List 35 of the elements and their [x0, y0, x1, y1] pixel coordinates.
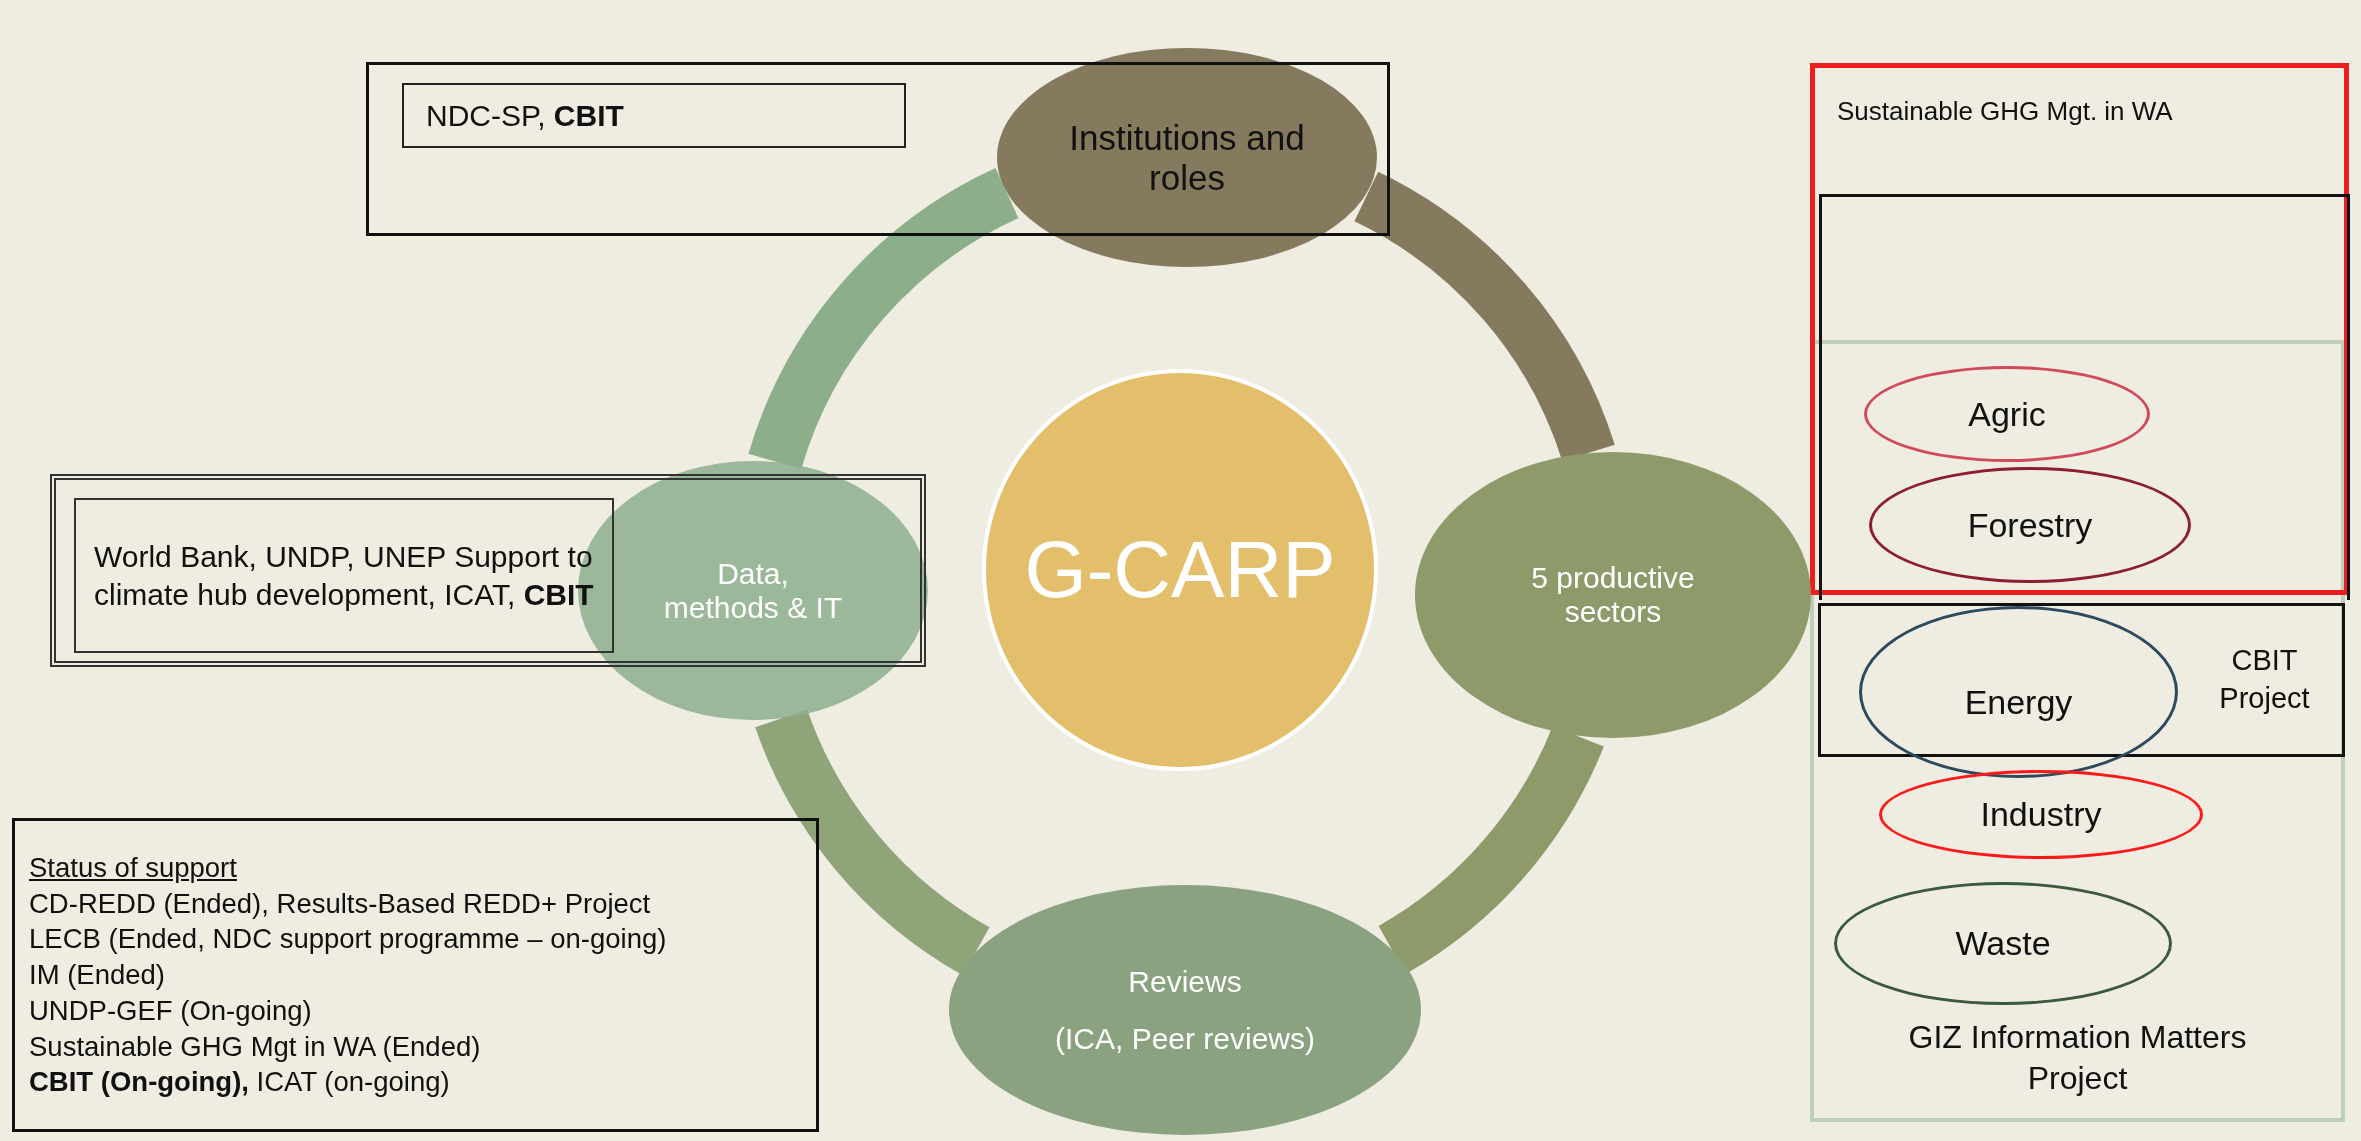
frame [1818, 603, 2345, 757]
node-label: G-CARP [1024, 524, 1336, 616]
node-subtitle: (ICA, Peer reviews) [1054, 1021, 1316, 1057]
frame [1819, 194, 2350, 600]
status-line: Sustainable GHG Mgt in WA (Ended) [29, 1029, 481, 1064]
heading: Status of support [29, 850, 237, 885]
node-label: Agric [1968, 394, 2046, 434]
node-label: Institutions and roles [1068, 117, 1306, 198]
status-line: CBIT (On-going), ICAT (on-going) [29, 1065, 450, 1100]
text-box [402, 83, 906, 148]
node-label: NDC-SP, CBIT [426, 98, 624, 133]
text-box [74, 498, 614, 653]
ellipse [1869, 467, 2191, 583]
ellipse [1879, 770, 2203, 859]
ellipse [1864, 366, 2150, 462]
text-box [12, 818, 819, 1132]
node-label: Forestry [1967, 505, 2093, 545]
node-title: Reviews [1128, 964, 1242, 1000]
node-label: Waste [1955, 923, 2051, 965]
node-label: GIZ Information Matters Project [1907, 1017, 2248, 1099]
frame [366, 62, 1390, 236]
node-label: 5 productive sectors [1530, 561, 1696, 629]
node-label: Data, methods & IT [662, 556, 844, 625]
node-label: CBIT Project [2218, 643, 2311, 716]
status-line: CD-REDD (Ended), Results-Based REDD+ Project [29, 886, 651, 921]
ellipse [1834, 882, 2172, 1005]
node-label: Sustainable GHG Mgt. in WA [1837, 96, 2173, 127]
node-label: World Bank, UNDP, UNEP Support to climate hub development, ICAT, CBIT [94, 539, 595, 613]
ellipse [1859, 606, 2178, 778]
status-line: LECB (Ended, NDC support programme – on-going) [29, 922, 667, 957]
status-line: UNDP-GEF (On-going) [29, 993, 312, 1028]
node-label: Industry [1980, 794, 2102, 836]
frame [1810, 340, 2345, 1122]
node-label: Energy [1964, 681, 2073, 723]
status-line: IM (Ended) [29, 958, 166, 993]
